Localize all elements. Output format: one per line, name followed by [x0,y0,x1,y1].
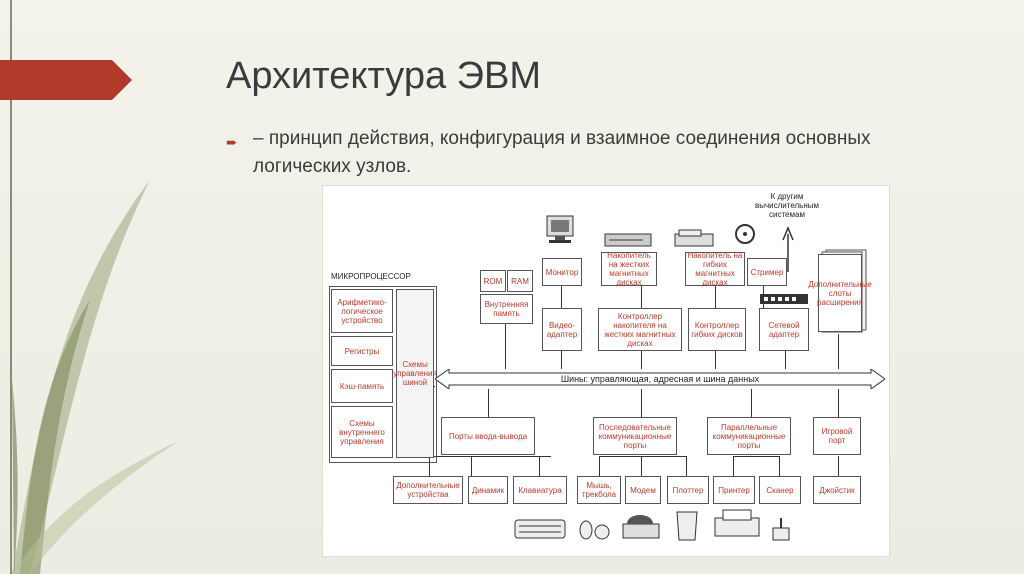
io-ports-box: Порты ввода-вывода [441,417,535,455]
net-bus-line [785,351,786,369]
parallel-group-line [733,456,779,457]
modem-icon [622,515,660,539]
mouse-link [599,456,600,476]
extra-slots-box: Дополнительные слоты расширения [808,254,872,332]
title-arrow-shape [0,60,132,100]
hdd-link [641,286,642,308]
mem-bus-line [505,324,506,369]
internal-memory: Внутренняя память [480,294,533,324]
serial-bus-line [641,389,642,417]
keyboard-box: Клавиатура [513,476,567,504]
system-bus-label: Шины: управляющая, адресная и шина данны… [560,374,760,384]
speaker-link [471,456,472,476]
system-bus-arrow [435,369,885,389]
cpu-title: МИКРОПРОЦЕССОР [331,272,411,281]
network-arrow-icon [782,226,794,272]
fdd-link [715,286,716,308]
io-group-line [429,456,551,457]
hdd-controller-box: Контроллер накопителя на жестких магнитн… [598,308,682,351]
monitor-link [561,286,562,308]
scanner-link [779,456,780,476]
fdd-icon [674,229,714,247]
game-bus-line [838,389,839,417]
bullet-arrow-icon: ➨ [226,134,238,150]
fdd-box: Накопитель на гибких магнитных дисках [685,251,745,287]
extra-devices-box: Дополнительные устройства [393,476,463,504]
slide-title: Архитектура ЭВМ [226,55,541,97]
bullet-text: – принцип действия, конфигурация и взаим… [253,128,871,177]
left-vertical-line [10,0,12,574]
cpu-registers: Регистры [331,336,393,366]
cpu-alu: Арифметико-логическое устройство [331,289,393,333]
serial-group-line [599,456,686,457]
fddctrl-bus-line [715,351,716,369]
parallel-ports-box: Параллельные коммуникационные порты [707,417,791,455]
plotter-box: Плоттер [667,476,709,504]
monitor-box: Монитор [542,258,582,286]
hdd-box: Накопитель на жестких магнитных дисках [601,251,657,287]
mouse-icon [579,520,610,540]
printer-icon [714,509,760,537]
network-adapter-box: Сетевой адаптер [759,308,809,351]
parallel-bus-line [751,389,752,417]
cpu-bus-control: Схемы управления шиной [393,289,437,458]
cpu-cache: Кэш-память [331,369,393,403]
modem-box: Модем [625,476,661,504]
network-hub-icon [760,294,808,304]
printer-box: Принтер [713,476,755,504]
streamer-reel-icon [735,224,755,244]
joystick-box: Джойстик [813,476,861,504]
monitor-icon [546,215,574,243]
printer-link [733,456,734,476]
cpu-internal-control: Схемы внутреннего управления [331,406,393,458]
serial-ports-box: Последовательные коммуникационные порты [593,417,677,455]
game-port-box: Игровой порт [813,417,861,455]
keyboard-link [539,456,540,476]
video-adapter-box: Видео-адаптер [542,308,582,351]
fdd-controller-box: Контроллер гибких дисков [688,308,746,351]
architecture-diagram: МИКРОПРОЦЕССОР Арифметико-логическое уст… [322,185,890,557]
other-systems-label: К другим вычислительным системам [754,192,820,219]
cpu-frame [329,286,437,463]
decorative-leaves [12,180,180,574]
scanner-box: Сканер [759,476,801,504]
streamer-box: Стример [747,258,787,286]
modem-link [641,456,642,476]
speaker-box: Динамик [468,476,508,504]
joystick-icon [772,518,790,541]
slots-bus-line [838,334,839,369]
joystick-link [838,456,839,476]
hddctrl-bus-line [641,351,642,369]
extra-dev-link [429,456,430,476]
video-bus-line [561,351,562,369]
ram-box: RAM [507,270,533,292]
plotter-link [686,456,687,476]
mouse-box: Мышь, трекбола [577,476,621,504]
rom-box: ROM [480,270,506,292]
keyboard-icon [514,519,566,539]
plotter-icon [676,511,698,541]
hdd-icon [604,233,652,247]
io-bus-line [488,389,489,417]
